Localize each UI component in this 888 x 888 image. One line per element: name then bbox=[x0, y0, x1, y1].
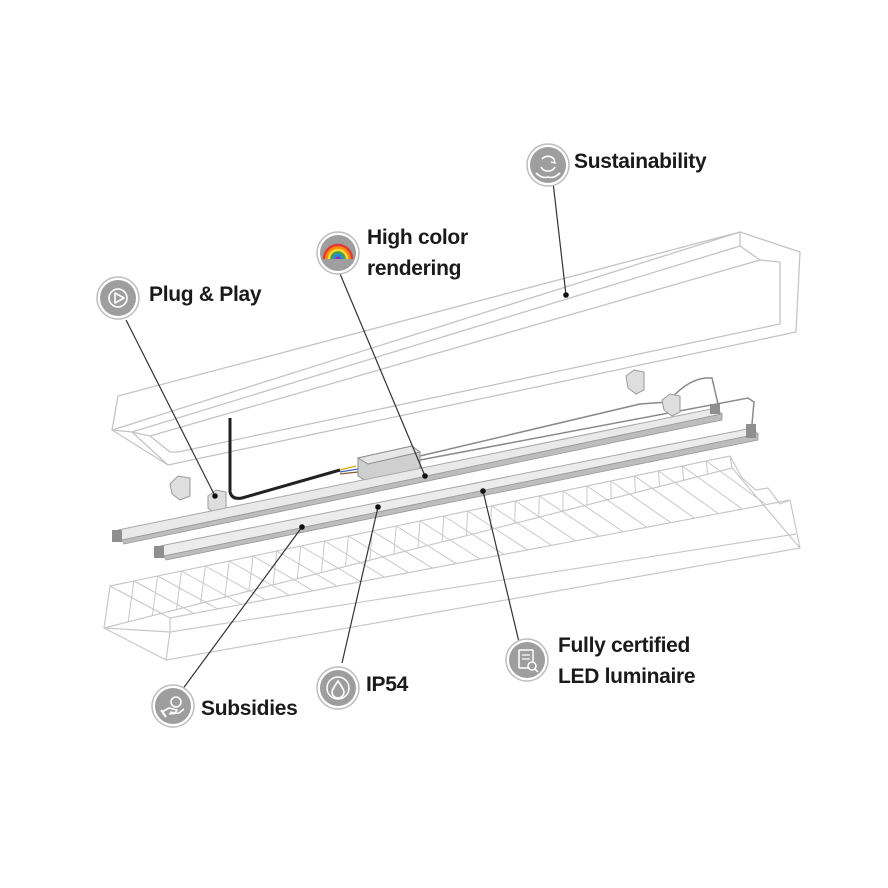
louvre-blade-edge bbox=[634, 475, 636, 493]
leader-lines bbox=[125, 181, 567, 691]
ip54-label-line-1: IP54 bbox=[366, 673, 408, 696]
louvre-blade bbox=[538, 495, 600, 537]
louvre-blade-edge bbox=[681, 465, 685, 481]
louvre-blade-edge bbox=[224, 560, 230, 598]
louvre-blade-edge bbox=[417, 520, 421, 549]
fully-certified-label-line-2: LED luminaire bbox=[558, 665, 696, 688]
louvre-blade bbox=[348, 535, 409, 574]
louvre-blade bbox=[324, 540, 385, 578]
high-color-rendering-label: High color rendering bbox=[367, 222, 468, 284]
luminaire-housing bbox=[111, 231, 801, 466]
louvre-blade bbox=[395, 525, 457, 564]
louvre-blade bbox=[443, 515, 505, 555]
louvre-blade bbox=[205, 565, 266, 601]
louvre-blade-edge bbox=[296, 545, 302, 579]
led-strip-lower bbox=[154, 424, 760, 561]
ip54-label: IP54 bbox=[366, 669, 408, 700]
louvre-blade-edge bbox=[657, 470, 661, 487]
louvre-blade bbox=[276, 550, 338, 587]
louvre-blade-edge bbox=[200, 565, 206, 604]
high-color-rendering-label-line-1: High color bbox=[367, 226, 468, 249]
louvre-blade-edge bbox=[175, 570, 183, 610]
louvre-blade-edge bbox=[320, 540, 326, 573]
water-drop-icon bbox=[316, 666, 360, 710]
louvre-blade-edge bbox=[248, 555, 254, 592]
louvre-blade bbox=[181, 570, 242, 605]
plug-and-play-label-line-1: Plug & Play bbox=[149, 283, 262, 306]
money-hand-icon bbox=[151, 684, 195, 728]
louvre-blade bbox=[228, 560, 290, 596]
louvre-blade bbox=[515, 500, 576, 542]
recycle-hands-icon bbox=[526, 143, 570, 187]
louvre-blade-edge bbox=[705, 460, 709, 475]
louvre-blade bbox=[682, 465, 743, 510]
sustainability-label-line-1: Sustainability bbox=[574, 150, 707, 173]
wiring bbox=[228, 377, 755, 500]
louvre-blade bbox=[586, 485, 648, 528]
rainbow-icon bbox=[316, 231, 360, 275]
subsidies-label: Subsidies bbox=[201, 693, 298, 724]
fully-certified-label-line-1: Fully certified bbox=[558, 634, 691, 657]
louvre-blade bbox=[300, 545, 362, 583]
louvre-blade-edge bbox=[514, 500, 516, 524]
louvre-blade bbox=[705, 460, 767, 505]
louvre-blade bbox=[634, 475, 695, 519]
led-strip-upper bbox=[112, 404, 724, 545]
louvre-blade bbox=[419, 520, 481, 560]
louvre-blade-edge bbox=[127, 580, 135, 622]
louvre-blade-edge bbox=[441, 515, 445, 542]
louvre-blade bbox=[157, 575, 218, 610]
louvre-diffuser bbox=[103, 455, 801, 661]
louvre-blade bbox=[467, 510, 528, 551]
mounting-clips bbox=[169, 369, 681, 515]
fully-certified-label: Fully certified LED luminaire bbox=[558, 630, 696, 692]
louvre-blade-edge bbox=[272, 550, 278, 585]
louvre-blade bbox=[610, 480, 672, 524]
louvre-blade bbox=[252, 555, 314, 592]
louvre-blade-edge bbox=[465, 510, 469, 536]
louvre-blade-edge bbox=[345, 535, 349, 567]
louvre-blade bbox=[133, 580, 195, 614]
play-icon bbox=[96, 276, 140, 320]
high-color-rendering-label-line-2: rendering bbox=[367, 257, 462, 280]
louvre-blade bbox=[658, 470, 719, 515]
certificate-icon bbox=[505, 638, 549, 682]
subsidies-label-line-1: Subsidies bbox=[201, 697, 298, 720]
louvre-blade bbox=[491, 505, 552, 546]
louvre-blade-edge bbox=[151, 575, 159, 616]
louvre-blade bbox=[562, 490, 624, 533]
sustainability-label: Sustainability bbox=[574, 146, 707, 177]
leader-dots bbox=[212, 292, 569, 530]
plug-and-play-label: Plug & Play bbox=[149, 279, 262, 310]
louvre-blade bbox=[372, 530, 433, 569]
louvre-blade-edge bbox=[393, 525, 397, 555]
